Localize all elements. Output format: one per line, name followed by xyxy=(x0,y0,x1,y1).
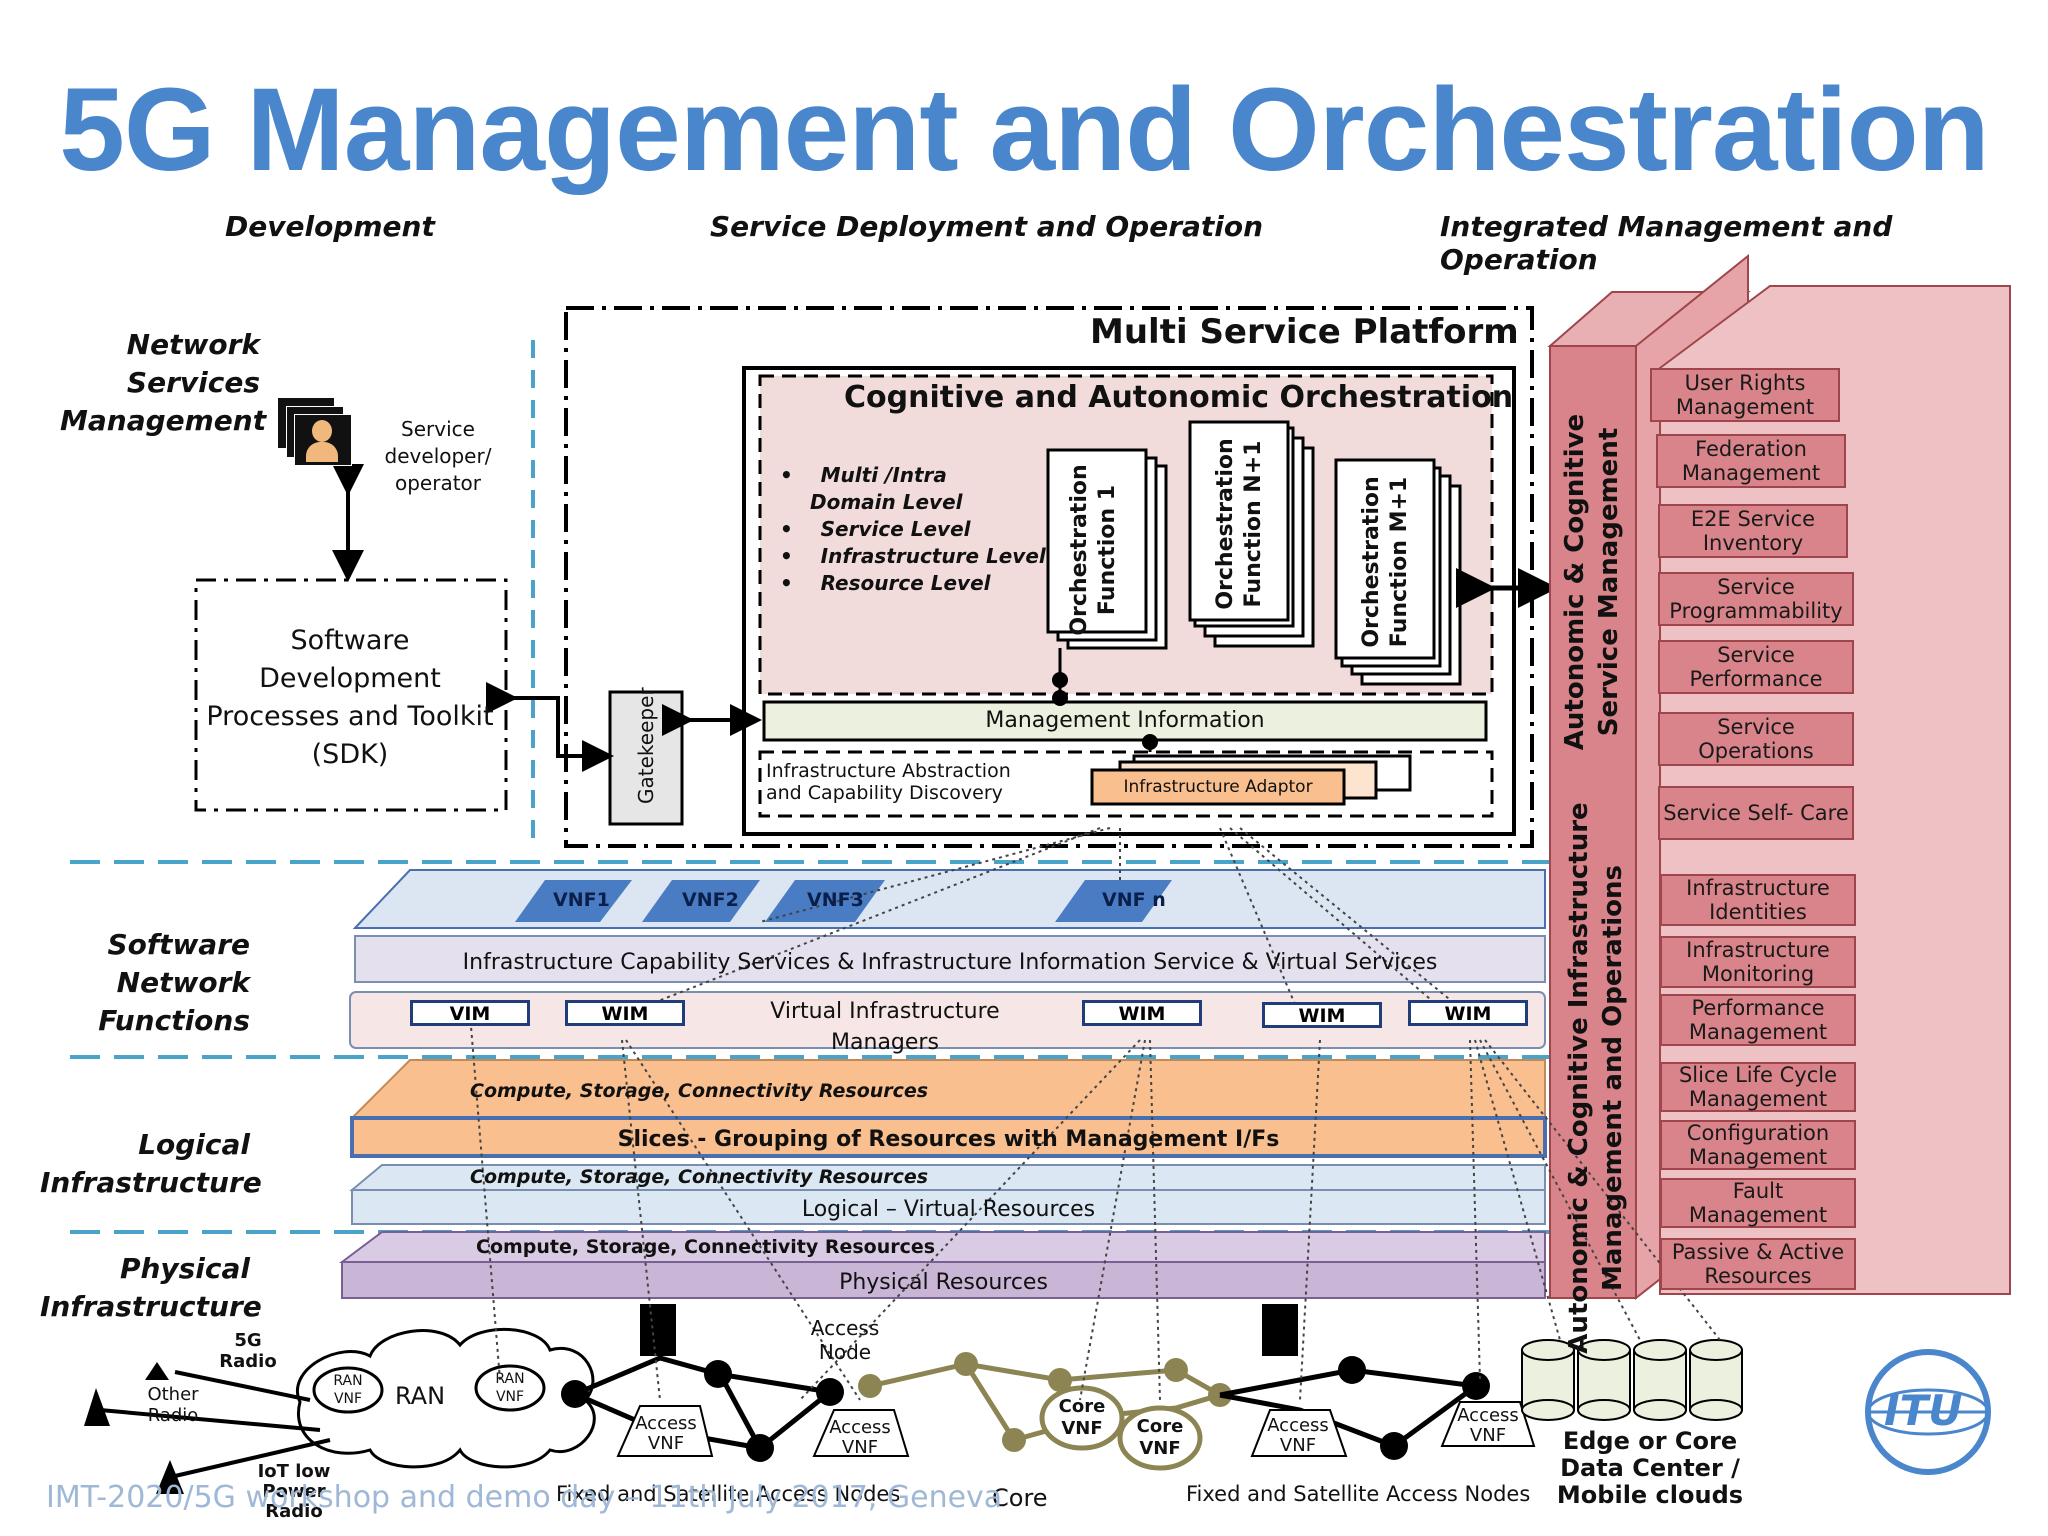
footer-text: IMT-2020/5G workshop and demo day – 11th… xyxy=(46,1480,1003,1515)
mgmt-performance: Performance Management xyxy=(1660,994,1856,1046)
fixed-satellite-2: Fixed and Satellite Access Nodes xyxy=(1186,1482,1531,1506)
infra-adaptor: Infrastructure Adaptor xyxy=(1123,777,1313,797)
slices-label: Slices - Grouping of Resources with Mana… xyxy=(617,1127,1280,1152)
label-network-services-management: Network Services Management xyxy=(60,328,267,437)
mgmt-fault: Fault Management xyxy=(1660,1178,1856,1228)
developer-avatar-icon xyxy=(278,398,352,466)
mgmt-service-self-care: Service Self- Care xyxy=(1658,786,1854,840)
management-information: Management Information xyxy=(985,708,1265,733)
wim-box-1: WIM xyxy=(565,1000,685,1026)
compute-resources-3: Compute, Storage, Connectivity Resources xyxy=(476,1236,936,1258)
mgmt-user-rights: User Rights Management xyxy=(1650,368,1840,422)
mgmt-federation: Federation Management xyxy=(1656,434,1846,488)
wim-box-4: WIM xyxy=(1408,1000,1528,1026)
header-integrated: Integrated Management and Operation xyxy=(1440,210,1893,276)
mgmt-e2e-inventory: E2E Service Inventory xyxy=(1658,504,1848,558)
logical-virtual-label: Logical – Virtual Resources xyxy=(801,1197,1096,1222)
wim-box-2: WIM xyxy=(1082,1000,1202,1026)
mgmt-configuration: Configuration Management xyxy=(1660,1120,1856,1170)
label-software-network-functions: Software Network Functions xyxy=(98,928,250,1037)
mgmt-service-performance: Service Performance xyxy=(1658,640,1854,694)
compute-resources-1: Compute, Storage, Connectivity Resources xyxy=(470,1080,929,1102)
level-list: • Multi /Intra Domain Level • Service Le… xyxy=(780,463,1046,595)
page-title: 5G Management and Orchestration xyxy=(59,64,1990,196)
mgmt-slice-lifecycle: Slice Life Cycle Management xyxy=(1660,1062,1856,1112)
label-physical-infrastructure: Physical Infrastructure xyxy=(40,1252,262,1323)
itu-logo: ITU xyxy=(1884,1386,1963,1435)
msp-title: Multi Service Platform xyxy=(1090,312,1519,352)
core-label: Core xyxy=(992,1484,1048,1512)
mgmt-passive-active: Passive & Active Resources xyxy=(1660,1238,1856,1290)
ran-label: RAN xyxy=(394,1382,446,1410)
vnf-3: VNF3 xyxy=(807,889,864,911)
header-service-deployment: Service Deployment and Operation xyxy=(710,210,1264,243)
gatekeeper: Gatekeeper xyxy=(634,687,658,804)
mgmt-service-operations: Service Operations xyxy=(1658,712,1854,766)
cognitive-title: Cognitive and Autonomic Orchestration xyxy=(844,380,1514,415)
wim-box-3: WIM xyxy=(1262,1002,1382,1028)
header-development: Development xyxy=(225,210,435,243)
infra-capability-services: Infrastructure Capability Services & Inf… xyxy=(462,950,1438,975)
mgmt-infra-identities: Infrastructure Identities xyxy=(1660,874,1856,926)
fixed-satellite-1: Fixed and Satellite Access Nodes xyxy=(556,1482,901,1506)
vnf-1: VNF1 xyxy=(553,889,610,911)
mgmt-infra-monitoring: Infrastructure Monitoring xyxy=(1660,936,1856,988)
mgmt-service-programmability: Service Programmability xyxy=(1658,572,1854,626)
physical-resources-label: Physical Resources xyxy=(839,1270,1048,1295)
label-logical-infrastructure: Logical Infrastructure xyxy=(40,1128,262,1199)
compute-resources-2: Compute, Storage, Connectivity Resources xyxy=(470,1166,929,1188)
vnf-2: VNF2 xyxy=(682,889,739,911)
vnf-n: VNF n xyxy=(1102,889,1166,911)
vim-box: VIM xyxy=(410,1000,530,1026)
